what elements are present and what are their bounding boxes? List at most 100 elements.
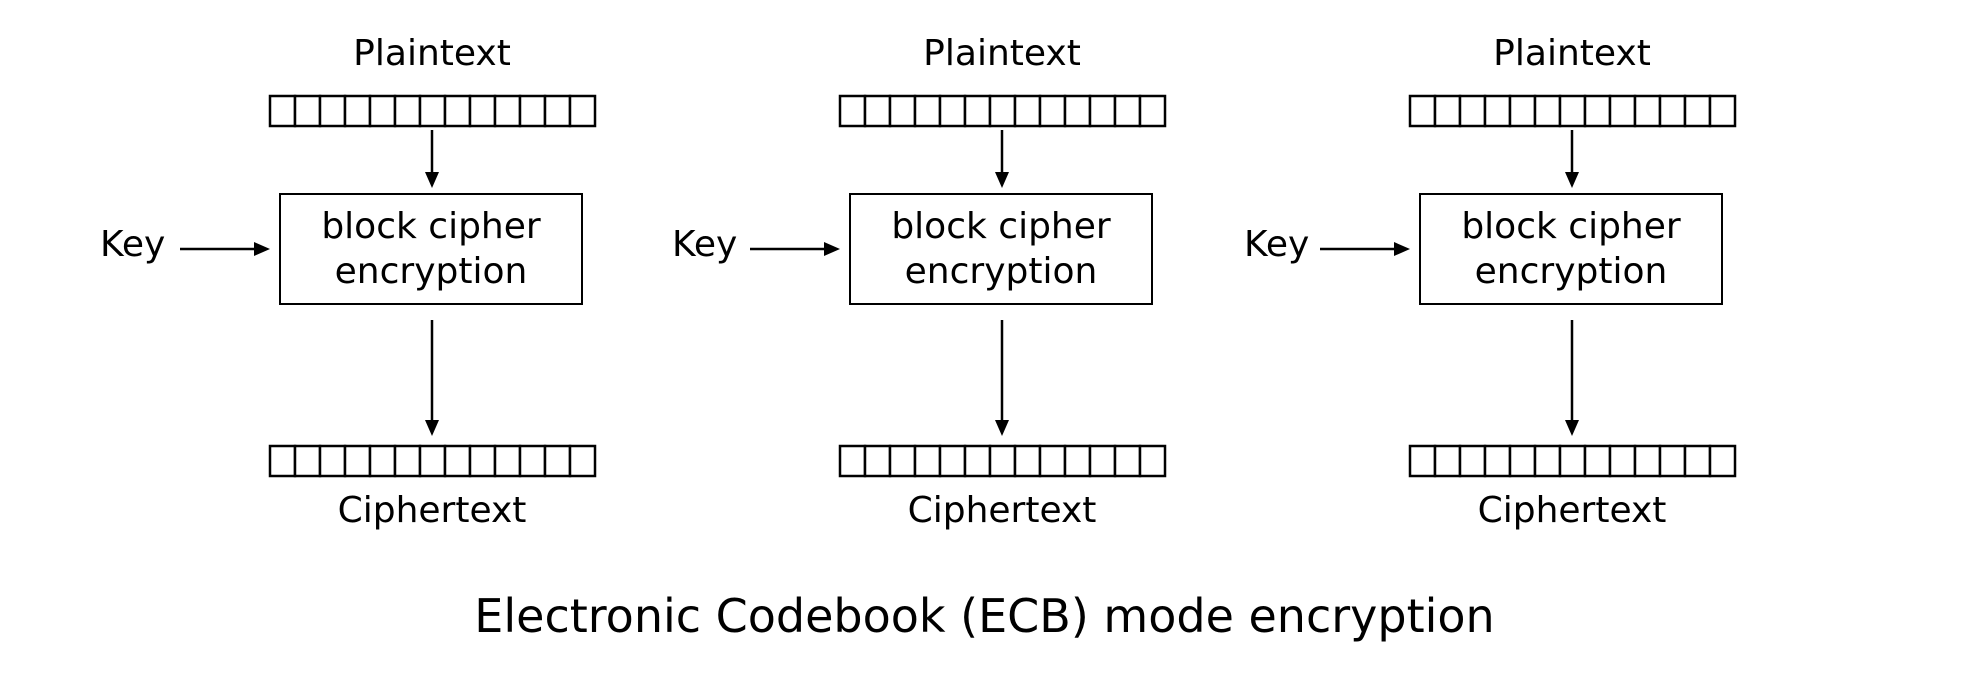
plaintext-block [268,94,597,128]
block-cell [293,94,322,128]
block-cell [1658,444,1687,478]
cipher-box-line1: block cipher [1461,206,1681,247]
block-cell [1533,444,1562,478]
key-label: Key [100,224,166,265]
block-cell [1433,444,1462,478]
block-cell [1683,444,1712,478]
key-arrow [750,242,840,256]
block-cipher-encryption-box: block cipher encryption [849,193,1153,305]
cipher-box-line1: block cipher [891,206,1111,247]
block-cell [888,94,917,128]
ciphertext-label: Ciphertext [1477,490,1667,531]
block-cell [393,94,422,128]
block-cell [1138,94,1167,128]
block-cell [1508,444,1537,478]
block-cell [318,94,347,128]
ciphertext-block [838,444,1167,478]
block-cell [1558,444,1587,478]
cipher-box-line2: encryption [334,251,528,292]
plaintext-label: Plaintext [353,33,511,74]
block-cell [1633,444,1662,478]
block-cell [838,94,867,128]
block-cell [1658,94,1687,128]
block-cell [1408,94,1437,128]
plaintext-label: Plaintext [1493,33,1651,74]
block-cell [343,444,372,478]
plaintext-to-cipher-arrow [425,130,439,188]
block-cell [368,444,397,478]
block-cell [1458,94,1487,128]
block-cipher-encryption-box: block cipher encryption [1419,193,1723,305]
block-cell [1533,94,1562,128]
block-cell [1708,94,1737,128]
block-cell [1088,444,1117,478]
block-cell [1483,94,1512,128]
cipher-box-line2: encryption [1474,251,1668,292]
block-cell [1633,94,1662,128]
block-cell [1508,94,1537,128]
block-cell [1583,94,1612,128]
plaintext-to-cipher-arrow [995,130,1009,188]
plaintext-block [1408,94,1737,128]
block-cell [1483,444,1512,478]
block-cell [1608,444,1637,478]
key-arrow [180,242,270,256]
ciphertext-block [268,444,597,478]
ciphertext-label: Ciphertext [907,490,1097,531]
block-cell [1113,94,1142,128]
block-cell [568,444,597,478]
block-cell [368,94,397,128]
block-cell [1583,444,1612,478]
block-cell [518,94,547,128]
block-cell [1408,444,1437,478]
block-cell [913,444,942,478]
block-cell [963,444,992,478]
cipher-box-line2: encryption [904,251,1098,292]
block-cell [1063,444,1092,478]
block-cell [568,94,597,128]
key-label: Key [672,224,738,265]
cipher-box-line1: block cipher [321,206,541,247]
block-cell [1458,444,1487,478]
block-cell [393,444,422,478]
block-cell [318,444,347,478]
plaintext-label: Plaintext [923,33,1081,74]
block-cell [1013,94,1042,128]
block-cell [1088,94,1117,128]
cipher-to-ciphertext-arrow [1565,320,1579,436]
block-cell [268,94,297,128]
diagram-title: Electronic Codebook (ECB) mode encryptio… [474,589,1495,643]
block-cell [1558,94,1587,128]
plaintext-to-cipher-arrow [1565,130,1579,188]
block-cell [443,444,472,478]
block-cell [1683,94,1712,128]
block-cell [1138,444,1167,478]
block-cell [1113,444,1142,478]
block-cell [493,94,522,128]
block-cell [268,444,297,478]
block-cell [838,444,867,478]
cipher-to-ciphertext-arrow [995,320,1009,436]
block-cell [1708,444,1737,478]
block-cipher-encryption-box: block cipher encryption [279,193,583,305]
block-cell [293,444,322,478]
block-cell [988,94,1017,128]
block-cell [443,94,472,128]
cipher-to-ciphertext-arrow [425,320,439,436]
ciphertext-label: Ciphertext [337,490,527,531]
key-label: Key [1244,224,1310,265]
block-cell [1608,94,1637,128]
ciphertext-block [1408,444,1737,478]
block-cell [988,444,1017,478]
block-cell [888,444,917,478]
block-cell [543,444,572,478]
plaintext-block [838,94,1167,128]
key-arrow [1320,242,1410,256]
